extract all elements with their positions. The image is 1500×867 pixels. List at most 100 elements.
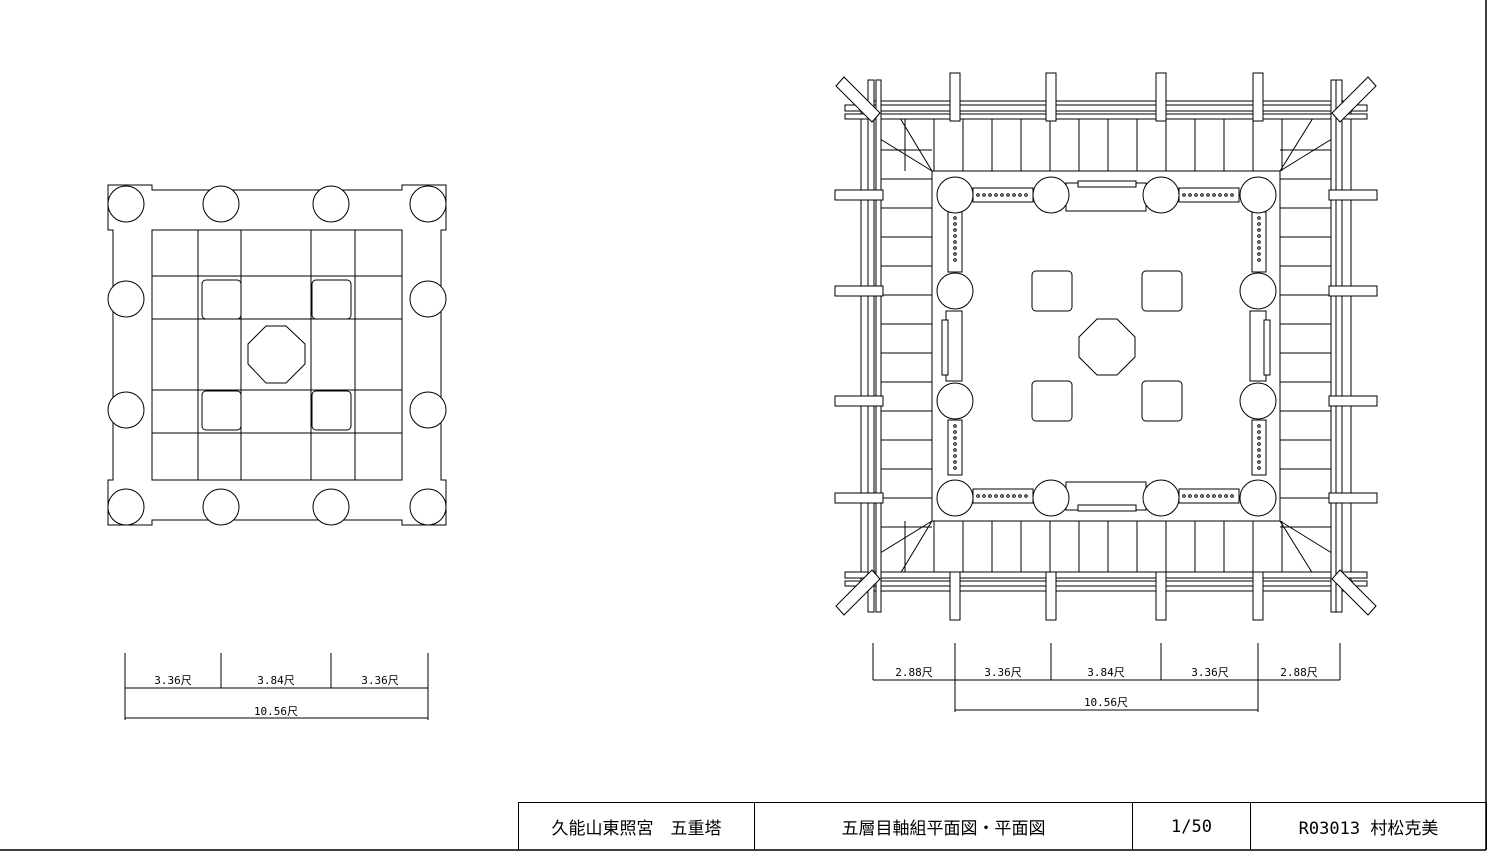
bolt-dot [953,430,957,434]
bolt-dot [1257,430,1261,434]
bolt-dot [1257,216,1261,220]
left-dim-1: 3.36尺 [154,674,192,687]
left-plan-center-octagon [247,325,306,384]
right-dim-3: 3.84尺 [1087,666,1125,679]
sheet-frame [0,0,1487,851]
right-dim-1: 2.88尺 [895,666,933,679]
left-plan-outline [107,184,447,526]
left-plan-columns [107,185,447,526]
bolt-dot [1257,234,1261,238]
bolt-dot [1257,424,1261,428]
beam-end-top [1045,72,1057,122]
bolt-dot [953,234,957,238]
left-dim-3: 3.36尺 [361,674,399,687]
bolt-dot [953,252,957,256]
bolt-dot [1000,193,1004,197]
bolt-dot [1257,448,1261,452]
beam-end-left [834,395,884,407]
bolt-dot [1218,494,1222,498]
bolt-dot [982,494,986,498]
bolt-dot [953,228,957,232]
bolt-dot [1000,494,1004,498]
drawing-title: 五層目軸組平面図・平面図 [755,803,1133,850]
bolt-dot [1012,494,1016,498]
right-plan-center-octagon [1078,318,1136,376]
bolt-dot [1194,494,1198,498]
bolt-dot [1257,228,1261,232]
bolt-dot [1018,494,1022,498]
beam-end-left [834,492,884,504]
inner-wall [931,170,1281,522]
building-name: 久能山東照宮 五重塔 [519,803,755,850]
beam-end-bottom [1045,571,1057,621]
bolt-dot [1024,494,1028,498]
title-block: 久能山東照宮 五重塔 五層目軸組平面図・平面図 1/50 R03013 村松克美 [518,802,1487,850]
bolt-dot [1182,494,1186,498]
bolt-dot [1257,252,1261,256]
bolt-dot [988,193,992,197]
beam-end-right [1328,285,1378,297]
bolt-dot [953,460,957,464]
bolt-dot [1257,466,1261,470]
bolt-dot [994,193,998,197]
bolt-dot [1200,494,1204,498]
beam-end-bottom [949,571,961,621]
purlins [844,79,1368,613]
bolt-dot [953,442,957,446]
beam-ends [834,72,1378,621]
bolt-dot [1257,454,1261,458]
bolt-dot [1257,436,1261,440]
beam-end-left [834,189,884,201]
right-plan-dimensions [872,643,1341,712]
right-dim-4: 3.36尺 [1191,666,1229,679]
bolt-dot [953,454,957,458]
beam-end-right [1328,492,1378,504]
beam-end-top [1252,72,1264,122]
bolt-dot [1024,193,1028,197]
bolt-dot [1212,193,1216,197]
right-dim-2: 3.36尺 [984,666,1022,679]
floor-plan-left [107,184,447,526]
bolt-dot [976,193,980,197]
bolt-dot [988,494,992,498]
beam-end-right [1328,189,1378,201]
rafters [881,119,1331,572]
right-plan-inner-pillars [1031,270,1183,422]
bolt-dot [1257,258,1261,262]
bolt-dot [1200,193,1204,197]
drawing-scale: 1/50 [1133,803,1251,850]
bolt-dot [982,193,986,197]
right-dim-5: 2.88尺 [1280,666,1318,679]
bolt-dot [953,258,957,262]
framing-plan-right [834,72,1378,621]
bolt-dot [1212,494,1216,498]
bolt-dot [976,494,980,498]
bolt-dot [1257,442,1261,446]
eave-band-outer [860,100,1352,592]
bolt-dot [1188,193,1192,197]
bolt-dot [1224,494,1228,498]
bolt-dot [953,216,957,220]
left-dim-2: 3.84尺 [257,674,295,687]
bolt-dot [1006,193,1010,197]
bolt-dot [953,246,957,250]
bolt-dot [1230,494,1234,498]
bolt-dot [1012,193,1016,197]
left-plan-inner-floor [151,229,403,481]
bolt-dot [1182,193,1186,197]
left-plan-dimensions [124,653,429,720]
bolt-dot [953,240,957,244]
beam-end-bottom [1155,571,1167,621]
bolt-dot [1218,193,1222,197]
bolt-dot [1257,460,1261,464]
bolt-dot [953,424,957,428]
bolt-dot [953,448,957,452]
bolt-dot [1257,240,1261,244]
right-dim-overall: 10.56尺 [1084,696,1128,709]
tie-beams [945,182,1267,511]
bolt-dot [953,466,957,470]
corner-beams [835,76,1377,616]
left-plan-inner-pillars [201,279,352,431]
bolt-dot [1018,193,1022,197]
